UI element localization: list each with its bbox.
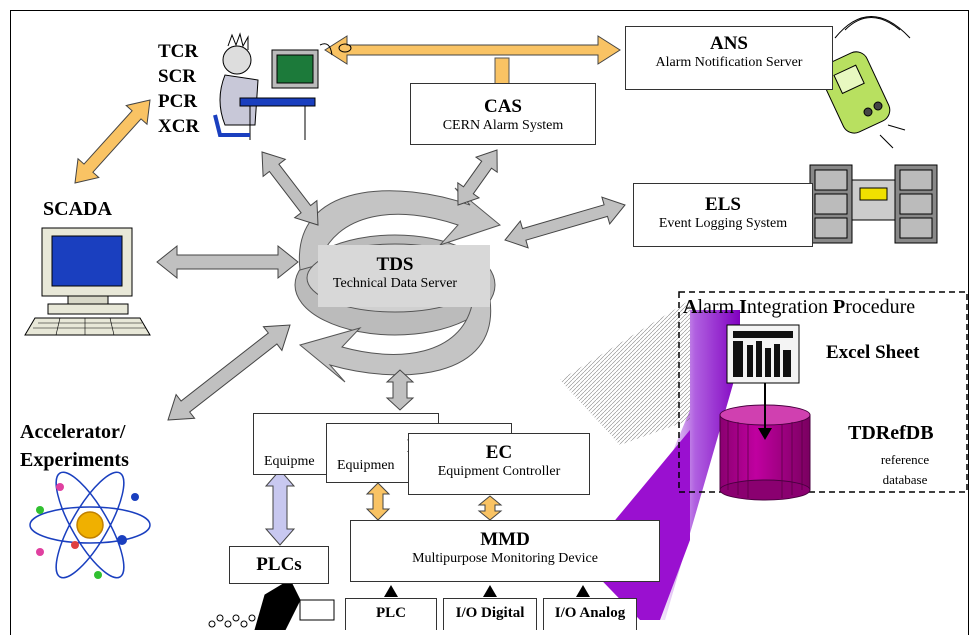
- tdrefdb-desc: reference database: [855, 450, 955, 490]
- excel-sheet-icon: [726, 324, 800, 384]
- accelerator-label: Accelerator/ Experiments: [20, 418, 129, 474]
- mmd-input-io-digital[interactable]: I/O Digital: [443, 598, 537, 630]
- ec-front-full: Equipment Controller: [437, 464, 561, 479]
- ans-full: Alarm Notification Server: [655, 55, 803, 70]
- operator-at-desk-icon: [213, 32, 352, 140]
- ec-back-full: Equipme: [264, 454, 315, 469]
- cas-tds-arrow: [457, 149, 498, 206]
- sheet-to-db-arrow: [758, 380, 772, 440]
- mmd-full: Multipurpose Monitoring Device: [412, 551, 598, 566]
- plc-hardware-icon: [208, 579, 335, 630]
- cas-full: CERN Alarm System: [442, 118, 564, 133]
- mmd-input-plc[interactable]: PLC: [345, 598, 437, 630]
- ec-front-abbr: EC: [485, 442, 513, 463]
- els-abbr: ELS: [705, 194, 741, 215]
- els-full: Event Logging System: [658, 216, 788, 231]
- mmd-input-triangles: [384, 585, 590, 597]
- aip-title-i-rest: ntegration: [746, 296, 833, 318]
- atom-icon: [29, 471, 151, 579]
- ec-mmd-arrow-right: [477, 495, 503, 521]
- tds-ring: [294, 187, 502, 383]
- role-scr: SCR: [158, 66, 197, 87]
- accelerator-line1: Accelerator/: [20, 421, 126, 443]
- operator-tds-arrow: [261, 151, 319, 226]
- cas-abbr: CAS: [483, 96, 522, 117]
- tds-abbr: TDS: [376, 254, 414, 275]
- tdrefdb-desc-line2: database: [882, 472, 928, 487]
- diagram-frame: [10, 10, 969, 635]
- aip-title-p-rest: rocedure: [845, 296, 916, 318]
- role-xcr: XCR: [158, 116, 200, 137]
- scada-operator-arrow: [74, 99, 151, 184]
- aip-title-i-initial: I: [739, 296, 747, 318]
- excel-sheet-label: Excel Sheet: [826, 342, 920, 363]
- cas-connector: [494, 57, 510, 85]
- tds-label[interactable]: TDS Technical Data Server: [300, 254, 490, 292]
- tdrefdb-desc-line1: reference: [880, 452, 930, 467]
- plcs-box[interactable]: PLCs: [229, 546, 329, 584]
- aip-title: Alarm Integration Procedure: [683, 296, 915, 319]
- cas-box[interactable]: CAS CERN Alarm System: [410, 83, 596, 145]
- els-tds-arrow: [504, 196, 626, 249]
- operator-roles: TCR SCR PCR XCR: [158, 39, 199, 139]
- tds-ec-arrow: [385, 369, 415, 411]
- ec-middle-full: Equipmen: [337, 458, 395, 473]
- operator-ans-arrow: [324, 35, 621, 65]
- role-tcr: TCR: [158, 41, 199, 62]
- tdrefdb-cylinder-icon: [719, 404, 811, 501]
- ans-abbr: ANS: [709, 33, 748, 54]
- accelerator-line2: Experiments: [20, 449, 129, 471]
- aip-dashed-box: [678, 291, 968, 493]
- mmd-input-io-analog[interactable]: I/O Analog: [543, 598, 637, 630]
- ans-box[interactable]: ANS Alarm Notification Server: [625, 26, 833, 90]
- ec-mmd-arrow-left: [365, 482, 391, 521]
- tds-full: Technical Data Server: [332, 276, 458, 291]
- aip-hatch-wedge: [560, 300, 690, 445]
- filing-cabinets-icon: [809, 164, 938, 244]
- els-box[interactable]: ELS Event Logging System: [633, 183, 813, 247]
- ec-box-front[interactable]: EC Equipment Controller: [408, 433, 590, 495]
- aip-title-a-initial: A: [683, 296, 698, 318]
- mmd-abbr: MMD: [480, 529, 530, 550]
- aip-title-a-rest: larm: [697, 296, 740, 318]
- pager-phone-icon: [820, 16, 911, 149]
- scada-computer-icon: [24, 227, 151, 336]
- scada-tds-arrow: [156, 244, 299, 280]
- tdrefdb-label: TDRefDB: [848, 422, 934, 444]
- aip-title-p-initial: P: [833, 296, 846, 318]
- scada-label: SCADA: [43, 198, 112, 220]
- role-pcr: PCR: [158, 91, 198, 112]
- mmd-box[interactable]: MMD Multipurpose Monitoring Device: [350, 520, 660, 582]
- accelerator-tds-arrow: [167, 324, 291, 421]
- ec-plcs-arrow: [264, 469, 296, 546]
